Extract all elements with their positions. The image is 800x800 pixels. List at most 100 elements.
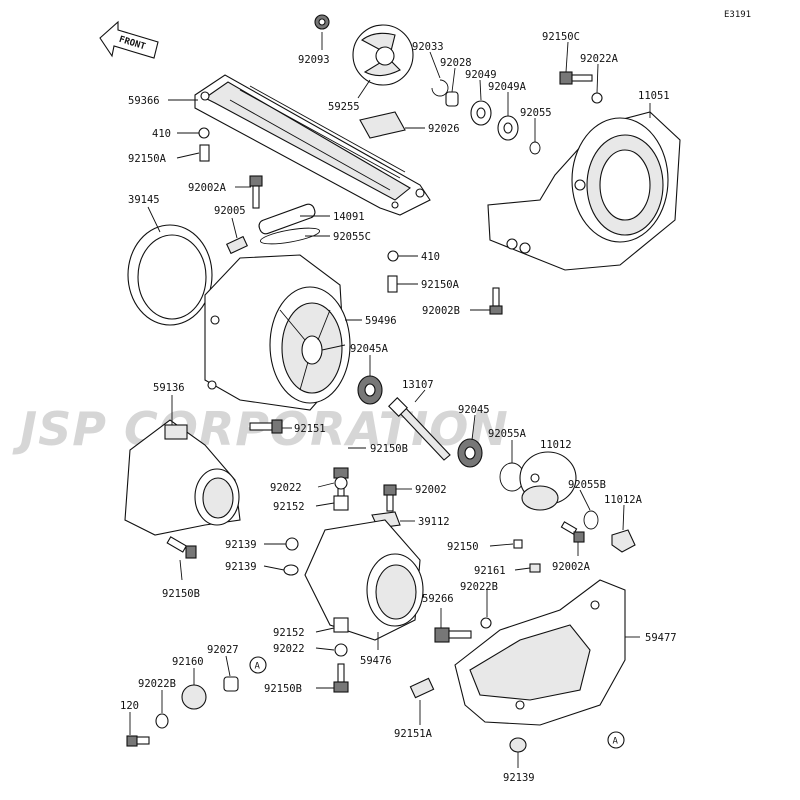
label-92028: 92028 xyxy=(440,57,472,69)
liner-ring xyxy=(127,224,213,326)
washer-92022B-right xyxy=(480,617,492,629)
label-92093: 92093 xyxy=(298,54,330,66)
label-14091: 14091 xyxy=(333,211,365,223)
label-92150C: 92150C xyxy=(542,31,580,43)
bushing-92160 xyxy=(181,684,207,710)
pump-cover-plate xyxy=(194,74,431,216)
label-92055: 92055 xyxy=(520,107,552,119)
label-92139-c: 92139 xyxy=(503,772,535,784)
collar-92027 xyxy=(223,676,239,692)
screw-92150 xyxy=(513,539,523,549)
bolt-92150A-a xyxy=(199,144,210,162)
collar-92028 xyxy=(445,91,459,107)
bolt-92002B xyxy=(489,287,503,315)
bearing-92045A xyxy=(357,375,383,405)
label-92139-a: 92139 xyxy=(225,539,257,551)
bolt-92002A-mid xyxy=(560,521,585,543)
label-92022-top: 92022 xyxy=(270,482,302,494)
label-92049: 92049 xyxy=(465,69,497,81)
label-92022A: 92022A xyxy=(580,53,619,65)
cover-14091 xyxy=(258,203,316,235)
reverse-bucket xyxy=(124,419,241,536)
o-ring-92055B xyxy=(583,510,599,530)
collar-92152-top xyxy=(333,495,349,511)
label-92150B-left: 92150B xyxy=(162,588,200,600)
label-410-a: 410 xyxy=(152,128,171,140)
bushing-92139-c xyxy=(509,737,527,753)
part-labels: 92093 59255 92033 92028 92049 92049A 920… xyxy=(120,31,677,784)
pin-92161 xyxy=(529,563,541,573)
label-92150B-top: 92150B xyxy=(370,443,408,455)
bolt-92150B-left xyxy=(166,536,197,559)
leader-lines xyxy=(129,32,651,768)
label-92005: 92005 xyxy=(214,205,246,217)
label-92045A: 92045A xyxy=(350,343,389,355)
bolt-92002A-top xyxy=(249,175,263,209)
circlip-92033 xyxy=(431,79,449,97)
label-92160: 92160 xyxy=(172,656,204,668)
label-59496: 59496 xyxy=(365,315,397,327)
label-59477: 59477 xyxy=(645,632,677,644)
label-92152-bot: 92152 xyxy=(273,627,305,639)
shaft-13107 xyxy=(388,397,451,461)
label-92150A-b: 92150A xyxy=(421,279,460,291)
label-92002A-top: 92002A xyxy=(188,182,227,194)
washer-92139-b xyxy=(283,564,299,576)
o-ring-92055 xyxy=(529,141,541,155)
label-11012A: 11012A xyxy=(604,494,643,506)
label-59476: 59476 xyxy=(360,655,392,667)
steering-nozzle xyxy=(304,519,424,641)
front-arrow-icon: FRONT xyxy=(99,20,159,59)
label-120: 120 xyxy=(120,700,139,712)
bolt-92150B-bot xyxy=(333,663,349,693)
label-92027: 92027 xyxy=(207,644,239,656)
label-59366: 59366 xyxy=(128,95,160,107)
cap-11012 xyxy=(519,451,577,511)
fitting-59266 xyxy=(434,627,472,643)
washer-410-b xyxy=(387,250,399,262)
svg-text:A: A xyxy=(613,737,619,747)
ride-plate xyxy=(454,579,626,726)
pump-case xyxy=(487,111,681,271)
fitting-92005 xyxy=(225,235,249,255)
label-410-b: 410 xyxy=(421,251,440,263)
label-39145: 39145 xyxy=(128,194,160,206)
bearing-92045 xyxy=(457,438,483,468)
label-92151: 92151 xyxy=(294,423,326,435)
label-92139-b: 92139 xyxy=(225,561,257,573)
label-92055A: 92055A xyxy=(488,428,527,440)
label-59266: 59266 xyxy=(422,593,454,605)
label-59136: 59136 xyxy=(153,382,185,394)
label-92161: 92161 xyxy=(474,565,506,577)
label-92150: 92150 xyxy=(447,541,479,553)
label-13107: 13107 xyxy=(402,379,434,391)
o-ring-92055C xyxy=(259,227,321,245)
label-92022B-right: 92022B xyxy=(460,581,498,593)
pump-housing xyxy=(204,254,351,411)
bolt-92151 xyxy=(249,419,283,434)
label-92151A: 92151A xyxy=(394,728,433,740)
washer-92022-bot xyxy=(334,643,348,657)
bushing-92139-a xyxy=(285,537,299,551)
seal-92049A xyxy=(497,115,519,141)
washer-410-a xyxy=(198,127,210,139)
label-92033: 92033 xyxy=(412,41,444,53)
cap-11012A xyxy=(611,529,636,553)
bolt-120 xyxy=(126,735,150,747)
label-92045: 92045 xyxy=(458,404,490,416)
label-92150A-a: 92150A xyxy=(128,153,167,165)
washer-92022A xyxy=(591,92,603,104)
collar-92152-bot xyxy=(333,617,349,633)
washer-92022B-left xyxy=(155,713,169,729)
callout-a-right: A xyxy=(607,731,625,749)
label-92026: 92026 xyxy=(428,123,460,135)
label-11012: 11012 xyxy=(540,439,572,451)
label-11051: 11051 xyxy=(638,90,670,102)
label-92049A: 92049A xyxy=(488,81,527,93)
callout-a-left: A xyxy=(249,656,267,674)
seal-92049 xyxy=(470,100,492,126)
nut-92093 xyxy=(314,14,330,30)
bolt-92150A-b xyxy=(387,275,398,293)
